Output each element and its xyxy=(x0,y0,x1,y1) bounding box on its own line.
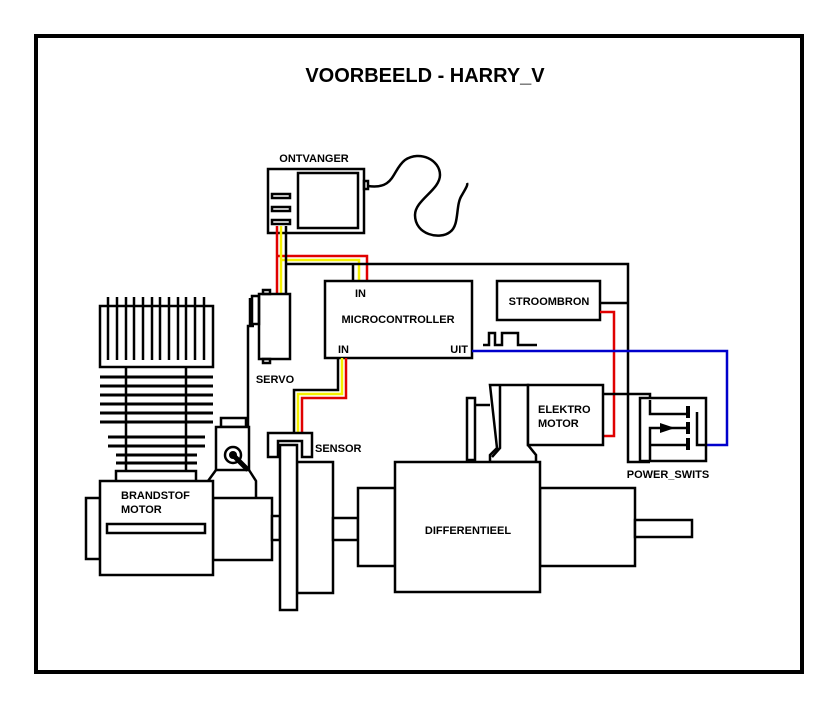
servo: SERVO xyxy=(246,288,295,470)
electric-motor: ELEKTRO MOTOR xyxy=(465,383,652,464)
sensor-wires xyxy=(292,358,348,434)
mc-input-bottom-label: IN xyxy=(338,344,349,356)
receiver: ONTVANGER xyxy=(266,153,469,237)
diagram-title: VOORBEELD - HARRY_V xyxy=(305,65,545,87)
mosfet-arrow-icon xyxy=(660,423,675,433)
clutch-bell xyxy=(295,460,335,595)
servo-pushrod xyxy=(246,298,254,470)
microcontroller: IN MICROCONTROLLER IN UIT xyxy=(323,279,474,360)
differential: DIFFERENTIEEL xyxy=(356,460,694,594)
power-switch-label: POWER_SWITS xyxy=(627,469,710,481)
fuel-engine-label-2: MOTOR xyxy=(121,504,162,516)
differential-label: DIFFERENTIEEL xyxy=(425,525,511,537)
mc-input-top-label: IN xyxy=(355,288,366,300)
drive-shaft xyxy=(331,516,360,542)
flywheel xyxy=(278,443,299,612)
electric-motor-label-2: MOTOR xyxy=(538,418,579,430)
mc-output-label: UIT xyxy=(450,344,468,356)
pwm-blue-wire xyxy=(472,349,729,447)
electric-motor-label-1: ELEKTRO xyxy=(538,404,591,416)
microcontroller-label: MICROCONTROLLER xyxy=(341,314,454,326)
antenna-wire xyxy=(367,154,469,237)
sensor: SENSOR xyxy=(266,431,362,459)
power-red-wire xyxy=(600,310,616,438)
fuel-engine-label-1: BRANDSTOF xyxy=(121,490,190,502)
sensor-label: SENSOR xyxy=(315,443,362,455)
carburetor xyxy=(206,416,258,498)
receiver-label: ONTVANGER xyxy=(279,153,349,165)
power-source-label: STROOMBRON xyxy=(509,296,590,308)
pwm-pulse-icon xyxy=(483,331,537,347)
power-source: STROOMBRON xyxy=(495,279,628,438)
servo-label: SERVO xyxy=(256,374,295,386)
fuel-engine: BRANDSTOF MOTOR xyxy=(84,297,282,577)
power-switch: POWER_SWITS xyxy=(627,396,710,481)
